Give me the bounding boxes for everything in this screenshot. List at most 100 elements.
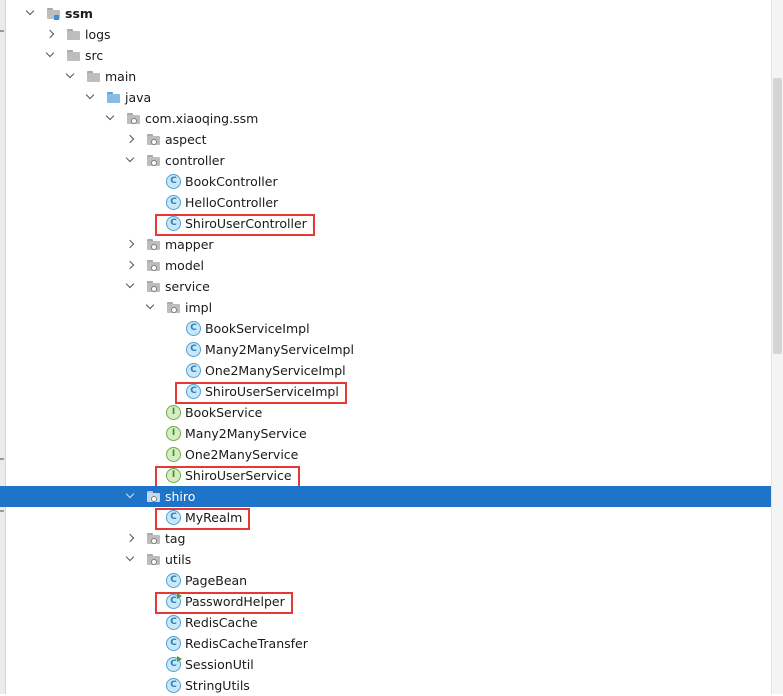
class-icon: C <box>166 593 182 609</box>
chevron-right-icon[interactable] <box>125 134 135 144</box>
tree-item-label: utils <box>165 552 192 567</box>
package-icon <box>146 489 161 504</box>
tree-row[interactable]: C ShiroUserController <box>0 213 772 236</box>
left-gutter <box>0 0 6 694</box>
class-icon: C <box>166 195 181 210</box>
chevron-down-icon[interactable] <box>25 6 35 16</box>
tree-row[interactable]: C MyRealm <box>0 507 772 530</box>
tree-row[interactable]: controller <box>0 150 772 171</box>
chevron-down-icon[interactable] <box>125 489 135 499</box>
tree-item-label: ShiroUserController <box>185 216 307 231</box>
class-icon: C <box>186 342 201 357</box>
interface-icon: I <box>166 468 181 483</box>
package-icon <box>146 237 161 252</box>
class-icon: C <box>166 656 182 672</box>
class-icon: C <box>166 615 181 630</box>
tree-item-label: RedisCacheTransfer <box>185 636 308 651</box>
chevron-down-icon[interactable] <box>105 111 115 121</box>
interface-icon: I <box>166 405 181 420</box>
tree-row[interactable]: model <box>0 255 772 276</box>
tree-item-label: Many2ManyServiceImpl <box>205 342 354 357</box>
package-icon <box>126 111 141 126</box>
tree-row[interactable]: impl <box>0 297 772 318</box>
tree-item-label: One2ManyServiceImpl <box>205 363 346 378</box>
class-icon: C <box>166 216 181 231</box>
chevron-down-icon[interactable] <box>145 300 155 310</box>
tree-item-label: logs <box>85 27 111 42</box>
vertical-scrollbar[interactable] <box>771 0 783 694</box>
interface-icon: I <box>166 447 181 462</box>
class-icon: C <box>166 636 181 651</box>
gutter-mark <box>0 30 4 32</box>
tree-item-label: MyRealm <box>185 510 243 525</box>
tree-row[interactable]: logs <box>0 24 772 45</box>
folder-icon <box>66 48 81 63</box>
tree-row[interactable]: main <box>0 66 772 87</box>
tree-row[interactable]: C BookController <box>0 171 772 192</box>
tree-item-label: shiro <box>165 489 196 504</box>
gutter-mark <box>0 458 4 460</box>
chevron-right-icon[interactable] <box>125 533 135 543</box>
tree-row[interactable]: ssm <box>0 3 772 24</box>
chevron-right-icon[interactable] <box>125 239 135 249</box>
tree-item-label: impl <box>185 300 213 315</box>
tree-row[interactable]: mapper <box>0 234 772 255</box>
tree-item-label: controller <box>165 153 225 168</box>
chevron-down-icon[interactable] <box>125 153 135 163</box>
class-icon: C <box>166 510 181 525</box>
tree-row[interactable]: com.xiaoqing.ssm <box>0 108 772 129</box>
tree-row[interactable]: C HelloController <box>0 192 772 213</box>
tree-item-label: Many2ManyService <box>185 426 307 441</box>
tree-item-label: BookController <box>185 174 278 189</box>
tree-row[interactable]: C RedisCacheTransfer <box>0 633 772 654</box>
tree-item-label: service <box>165 279 210 294</box>
tree-row[interactable]: I Many2ManyService <box>0 423 772 444</box>
tree-row[interactable]: java <box>0 87 772 108</box>
tree-item-label: StringUtils <box>185 678 250 693</box>
chevron-down-icon[interactable] <box>85 90 95 100</box>
tree-item-label: PasswordHelper <box>185 594 285 609</box>
tree-row[interactable]: C Many2ManyServiceImpl <box>0 339 772 360</box>
chevron-down-icon[interactable] <box>65 69 75 79</box>
chevron-down-icon[interactable] <box>125 279 135 289</box>
tree-row[interactable]: shiro <box>0 486 772 507</box>
chevron-right-icon[interactable] <box>45 29 55 39</box>
class-icon: C <box>166 678 181 693</box>
interface-icon: I <box>166 426 181 441</box>
tree-row[interactable]: utils <box>0 549 772 570</box>
package-icon <box>146 132 161 147</box>
package-icon <box>146 258 161 273</box>
scrollbar-thumb[interactable] <box>773 78 782 354</box>
tree-item-label: HelloController <box>185 195 279 210</box>
chevron-right-icon[interactable] <box>125 260 135 270</box>
tree-item-label: model <box>165 258 204 273</box>
module-folder-icon <box>46 6 61 21</box>
tree-row[interactable]: aspect <box>0 129 772 150</box>
package-icon <box>146 279 161 294</box>
tree-item-label: ssm <box>65 6 93 21</box>
tree-row[interactable]: src <box>0 45 772 66</box>
class-icon: C <box>166 174 181 189</box>
tree-row[interactable]: C StringUtils <box>0 675 772 696</box>
tree-item-label: PageBean <box>185 573 248 588</box>
chevron-down-icon[interactable] <box>125 552 135 562</box>
tree-item-label: SessionUtil <box>185 657 254 672</box>
tree-item-label: aspect <box>165 132 207 147</box>
tree-item-label: com.xiaoqing.ssm <box>145 111 259 126</box>
tree-item-label: tag <box>165 531 186 546</box>
tree-row[interactable]: service <box>0 276 772 297</box>
folder-icon <box>66 27 81 42</box>
chevron-down-icon[interactable] <box>45 48 55 58</box>
tree-row[interactable]: tag <box>0 528 772 549</box>
